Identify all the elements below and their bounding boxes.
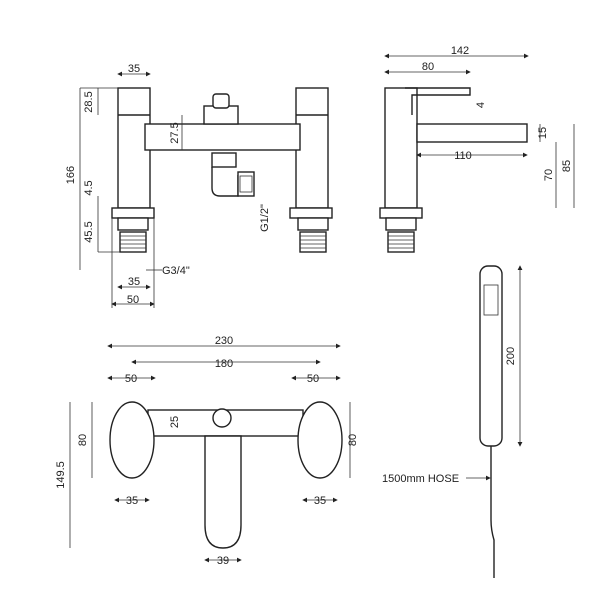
dim-overall-depth: 149.5 — [55, 461, 67, 489]
side-spout — [416, 123, 528, 143]
dim-shank: 45.5 — [83, 221, 95, 242]
handset-body — [479, 265, 503, 447]
dim-total-depth: 142 — [451, 45, 469, 57]
label-hose: 1500mm HOSE — [382, 473, 459, 485]
dim-handle-dia: 25 — [169, 416, 181, 428]
dim-left-depth: 80 — [77, 434, 89, 446]
dim-top-width: 35 — [128, 63, 140, 75]
dim-total-height: 166 — [65, 166, 77, 184]
dim-inner-width: 35 — [128, 276, 140, 288]
left-thread — [119, 231, 147, 253]
dim-overall-width: 230 — [215, 335, 233, 347]
side-elevation: 142 80 4 15 110 70 85 — [379, 45, 575, 253]
dim-spout-offset: 27.5 — [169, 122, 181, 143]
label-thread-bottom: G3/4" — [162, 265, 190, 277]
dim-cap-height: 28.5 — [83, 91, 95, 112]
dim-base-width: 50 — [127, 294, 139, 306]
dim-spout-thk: 15 — [537, 127, 549, 139]
plan-view: 230 180 50 50 25 80 80 149.5 35 35 39 — [55, 335, 359, 567]
dim-handle-gap: 4 — [475, 102, 487, 108]
plan-right-handle — [297, 401, 343, 479]
dim-right-neck: 35 — [314, 495, 326, 507]
dim-spout-width: 39 — [217, 555, 229, 567]
front-elevation: 35 166 28.5 27.5 4.5 45.5 G3/4" 35 50 G1… — [65, 63, 333, 308]
plan-diverter — [212, 408, 232, 428]
dim-handset-length: 200 — [505, 347, 517, 365]
dim-spout-reach: 110 — [454, 150, 472, 162]
dim-right-width: 50 — [307, 373, 319, 385]
hose — [490, 446, 495, 578]
dim-handle-depth: 80 — [422, 61, 434, 73]
dim-gap: 4.5 — [83, 180, 95, 195]
right-pillar — [295, 87, 329, 209]
shower-handset: 200 1500mm HOSE — [382, 265, 523, 578]
dim-left-neck: 35 — [126, 495, 138, 507]
label-thread-side: G1/2" — [259, 204, 271, 232]
dim-left-width: 50 — [125, 373, 137, 385]
dim-right-depth: 80 — [347, 434, 359, 446]
dim-spout-height: 70 — [543, 169, 555, 181]
plan-spout — [204, 435, 242, 549]
right-thread — [299, 231, 327, 253]
dim-centres: 180 — [215, 358, 233, 370]
plan-left-handle — [109, 401, 155, 479]
dim-overall-height: 85 — [561, 160, 573, 172]
